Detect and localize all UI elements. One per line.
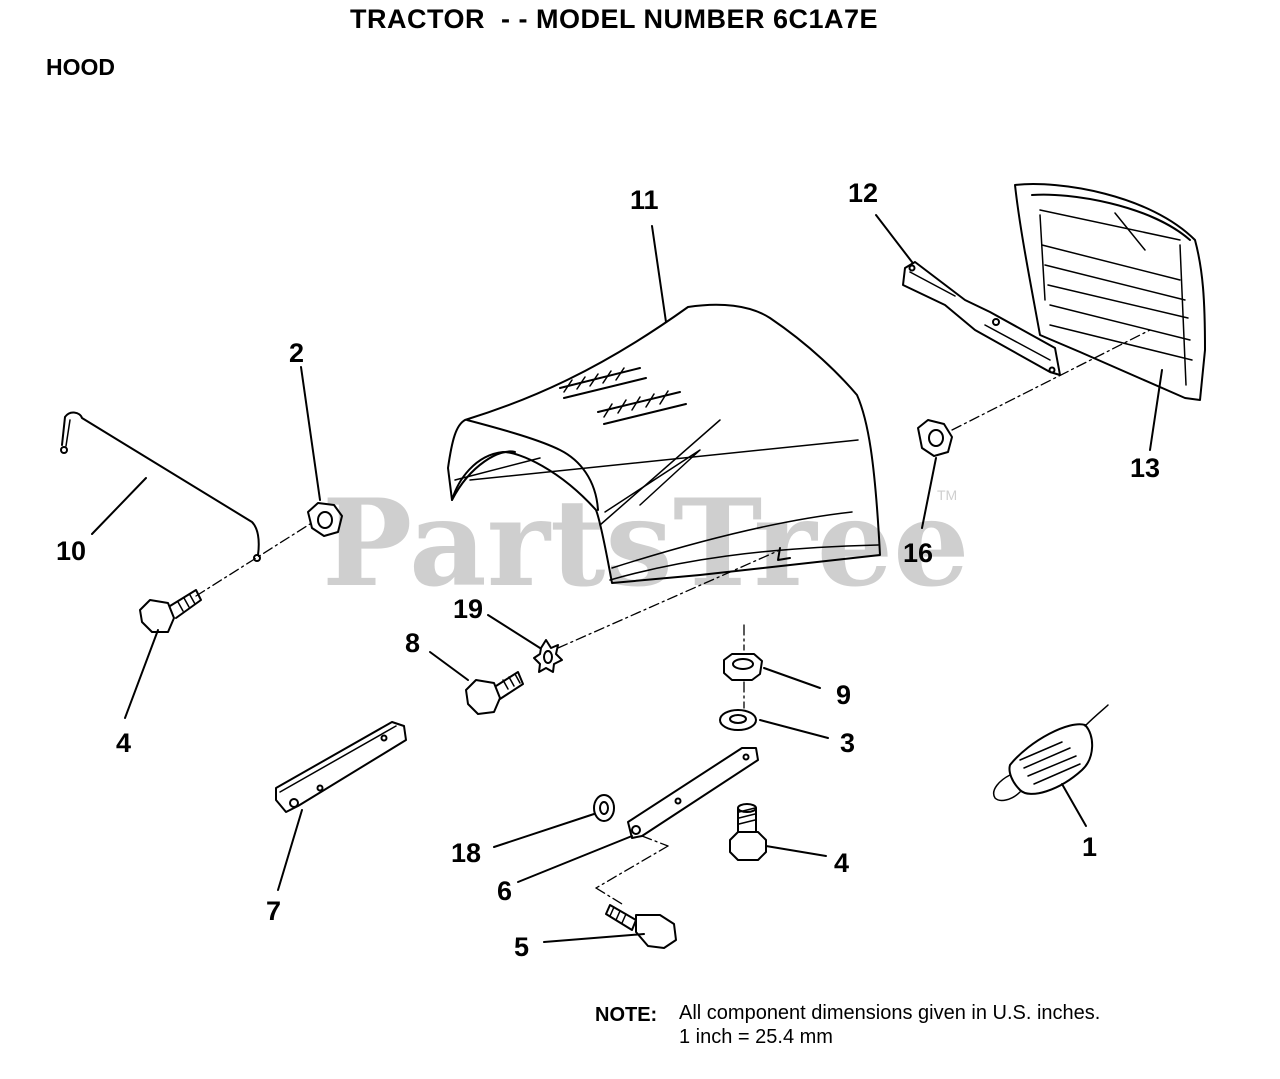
note-line-2: 1 inch = 25.4 mm: [679, 1026, 833, 1048]
grille-part-13[interactable]: [1014, 183, 1206, 401]
callout-5: 5: [514, 932, 530, 962]
nut-part-2[interactable]: [307, 502, 343, 537]
callout-9: 9: [836, 680, 852, 710]
callout-10: 10: [56, 536, 87, 566]
nut-part-9[interactable]: [723, 653, 763, 681]
watermark: PartsTree: [322, 473, 969, 614]
washer-part-18[interactable]: [593, 794, 615, 822]
callout-2: 2: [289, 338, 305, 368]
shoulder-bolt-part-5[interactable]: [605, 904, 677, 949]
callout-11: 11: [630, 185, 659, 215]
callout-1: 1: [1082, 832, 1098, 862]
note-line-1: All component dimensions given in U.S. i…: [679, 1002, 1101, 1024]
callout-18: 18: [451, 838, 482, 868]
note-label: NOTE:: [595, 1004, 658, 1026]
callout-16: 16: [903, 538, 934, 568]
star-washer-part-19[interactable]: [533, 639, 563, 673]
nut-part-16[interactable]: [917, 419, 953, 457]
section-title: HOOD: [46, 54, 115, 80]
callout-13: 13: [1130, 453, 1161, 483]
washer-part-3[interactable]: [719, 709, 757, 731]
bolt-part-4-right[interactable]: [729, 803, 767, 861]
bracket-part-7[interactable]: [275, 721, 407, 813]
assembly-lines: [195, 329, 1151, 905]
leader-lines: [91, 214, 1163, 943]
callout-12: 12: [848, 178, 879, 208]
callout-3: 3: [840, 728, 856, 758]
flange-bolt-part-8[interactable]: [465, 671, 524, 715]
callout-7: 7: [266, 896, 282, 926]
bolt-part-4-left[interactable]: [139, 589, 202, 633]
bracket-part-6[interactable]: [627, 747, 759, 839]
hood-rod-part-10[interactable]: [60, 411, 261, 562]
diagram-title: TRACTOR - - MODEL NUMBER 6C1A7E: [350, 4, 879, 34]
callout-8: 8: [405, 628, 421, 658]
callout-6: 6: [497, 876, 513, 906]
hood-part-11[interactable]: [447, 303, 881, 584]
callout-4-right: 4: [834, 848, 850, 878]
spring-part-1[interactable]: [993, 704, 1109, 802]
callout-19: 19: [453, 594, 484, 624]
callout-4-left: 4: [116, 728, 132, 758]
watermark-tm: TM: [937, 487, 957, 503]
